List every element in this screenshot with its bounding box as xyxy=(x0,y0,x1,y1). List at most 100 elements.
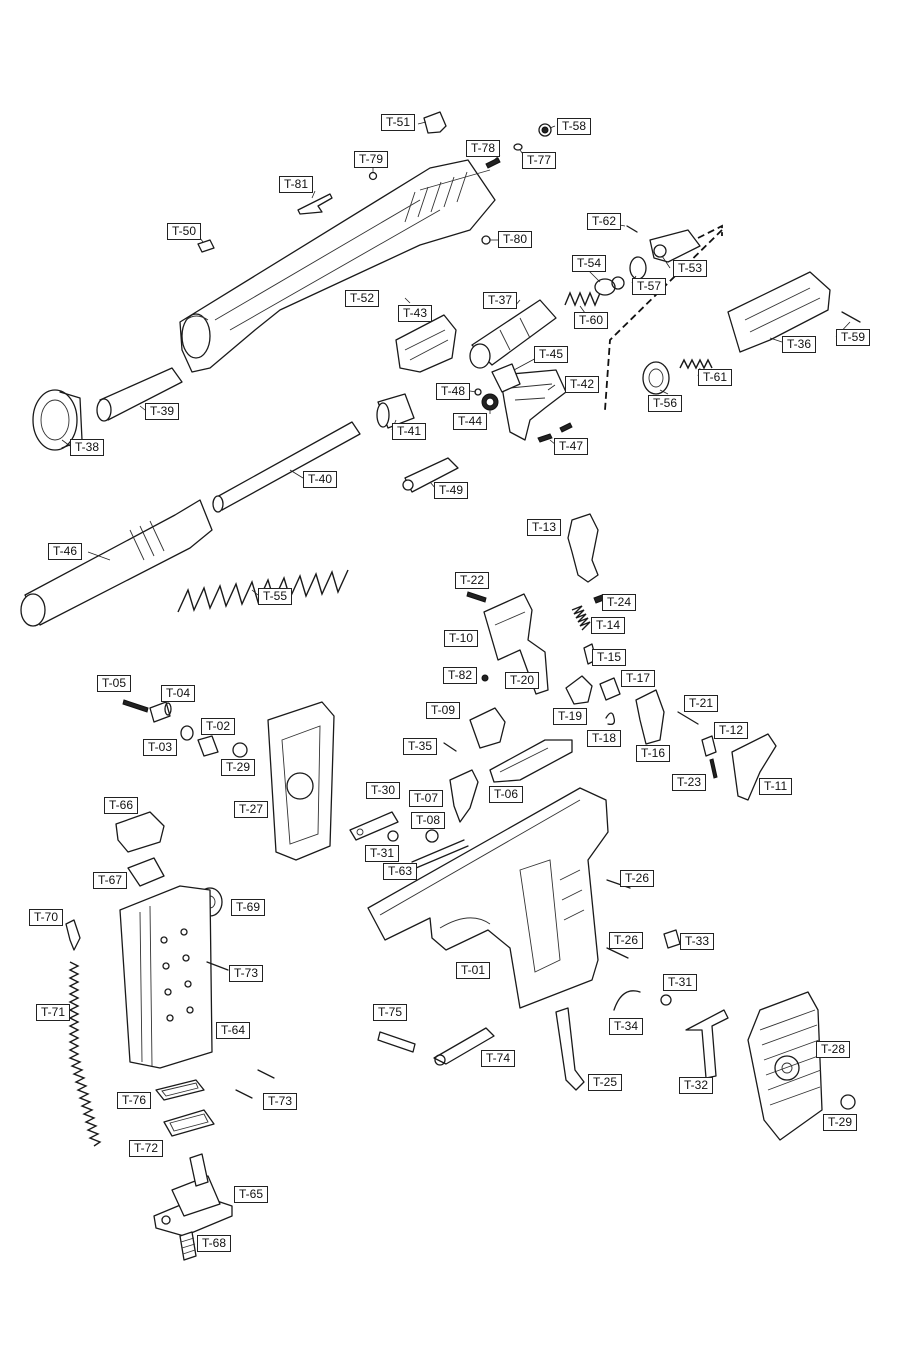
cylinder-spring-part xyxy=(564,291,601,307)
label-t63: T-63 xyxy=(383,863,418,880)
label-t17: T-17 xyxy=(621,670,656,687)
screw-t78 xyxy=(485,157,501,169)
pin-t21 xyxy=(677,711,699,725)
label-t31-left: T-31 xyxy=(365,845,400,862)
label-t25: T-25 xyxy=(588,1074,623,1091)
label-t34: T-34 xyxy=(609,1018,644,1035)
label-t64: T-64 xyxy=(216,1022,251,1039)
label-t36: T-36 xyxy=(782,336,817,353)
gasket-t76 xyxy=(155,1079,205,1101)
label-t49: T-49 xyxy=(434,482,469,499)
label-t29-right: T-29 xyxy=(823,1114,858,1131)
label-t78: T-78 xyxy=(466,140,501,157)
label-t03: T-03 xyxy=(143,739,178,756)
label-t76: T-76 xyxy=(117,1092,152,1109)
piston-head-part xyxy=(594,276,625,296)
label-t28: T-28 xyxy=(816,1041,851,1058)
o-ring-part xyxy=(629,256,647,280)
part-t19-t17 xyxy=(565,675,621,705)
label-t41: T-41 xyxy=(392,423,427,440)
lever-t45 xyxy=(491,363,521,393)
part-t08 xyxy=(425,829,439,843)
magazine-body-t64 xyxy=(119,885,213,1069)
label-t61: T-61 xyxy=(698,369,733,386)
label-t16: T-16 xyxy=(636,745,671,762)
part-t02 xyxy=(197,735,219,757)
label-t10: T-10 xyxy=(444,630,479,647)
label-t11: T-11 xyxy=(759,778,793,795)
label-t21: T-21 xyxy=(684,695,719,712)
label-t13: T-13 xyxy=(527,519,562,536)
label-t68: T-68 xyxy=(197,1235,232,1252)
outer-barrel-part xyxy=(20,499,213,627)
screw-t80 xyxy=(481,235,491,245)
pin-t35 xyxy=(443,742,457,752)
label-t81: T-81 xyxy=(279,176,314,193)
hop-up-bucking-part xyxy=(376,393,415,429)
label-t30: T-30 xyxy=(366,782,401,799)
pin-t73-mid xyxy=(257,1069,275,1079)
rear-housing-part xyxy=(727,271,831,353)
spring-plug-part xyxy=(96,367,183,422)
pin-t62 xyxy=(626,225,638,233)
label-t33: T-33 xyxy=(680,933,715,950)
part-t74 xyxy=(433,1027,495,1066)
grip-panel-left xyxy=(267,701,335,861)
label-t59: T-59 xyxy=(836,329,871,346)
part-t75 xyxy=(377,1031,416,1053)
label-t26-lower: T-26 xyxy=(609,932,644,949)
label-t38: T-38 xyxy=(70,439,105,456)
gasket-t72 xyxy=(163,1109,215,1137)
label-t23: T-23 xyxy=(672,774,707,791)
spring-t23 xyxy=(709,758,718,779)
label-t14: T-14 xyxy=(591,617,626,634)
label-t80: T-80 xyxy=(498,231,533,248)
label-t18: T-18 xyxy=(587,730,622,747)
spring-t61 xyxy=(679,358,713,370)
label-t52: T-52 xyxy=(345,290,380,307)
label-t07: T-07 xyxy=(409,790,444,807)
label-t01: T-01 xyxy=(456,962,491,979)
label-t45: T-45 xyxy=(534,346,569,363)
bracket-t81 xyxy=(297,193,333,215)
label-t65: T-65 xyxy=(234,1186,269,1203)
part-t63 xyxy=(411,839,469,869)
label-t37: T-37 xyxy=(483,292,518,309)
part-t12 xyxy=(701,735,717,757)
label-t26-upper: T-26 xyxy=(620,870,655,887)
part-t33 xyxy=(663,929,681,949)
slide-stop-t25 xyxy=(555,1007,585,1091)
label-t75: T-75 xyxy=(373,1004,408,1021)
label-t71: T-71 xyxy=(36,1004,71,1021)
label-t54: T-54 xyxy=(572,255,607,272)
cylinder-part xyxy=(469,299,557,369)
part-t06 xyxy=(489,739,573,783)
label-t12: T-12 xyxy=(714,722,749,739)
part-t04 xyxy=(149,701,172,723)
label-t48: T-48 xyxy=(436,383,471,400)
sear-housing-part xyxy=(483,593,549,695)
spring-t03 xyxy=(180,725,194,741)
label-t72: T-72 xyxy=(129,1140,164,1157)
label-t53: T-53 xyxy=(673,260,708,277)
label-t44: T-44 xyxy=(453,413,488,430)
label-t69: T-69 xyxy=(231,899,266,916)
hop-up-chamber-part xyxy=(395,314,457,373)
label-t27: T-27 xyxy=(234,801,269,818)
label-t08: T-08 xyxy=(411,812,446,829)
label-t20: T-20 xyxy=(505,672,540,689)
label-t04: T-04 xyxy=(161,685,196,702)
trigger-t07 xyxy=(449,769,479,823)
inner-barrel-part xyxy=(212,421,361,513)
grip-panel-right xyxy=(747,991,823,1141)
gear-t44 xyxy=(481,393,499,411)
label-t60: T-60 xyxy=(574,312,609,329)
label-t74: T-74 xyxy=(481,1050,516,1067)
label-t55: T-55 xyxy=(258,588,293,605)
label-t09: T-09 xyxy=(426,702,461,719)
label-t82: T-82 xyxy=(443,667,478,684)
screw-t82 xyxy=(481,674,489,682)
screw-t31-right xyxy=(660,994,672,1006)
pin-t59 xyxy=(841,311,861,323)
